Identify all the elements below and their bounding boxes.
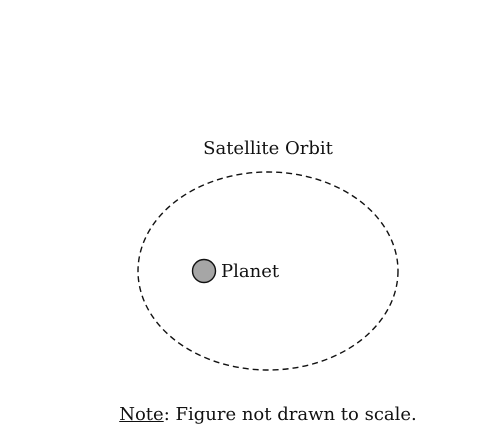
satellite-orbit-path (137, 171, 399, 371)
note-label: Note (119, 404, 164, 425)
diagram-title: Satellite Orbit (203, 138, 333, 159)
planet-circle (191, 258, 217, 284)
planet-label: Planet (221, 261, 280, 282)
figure-note: Note: Figure not drawn to scale. (0, 402, 500, 428)
note-text: : Figure not drawn to scale. (163, 404, 417, 425)
